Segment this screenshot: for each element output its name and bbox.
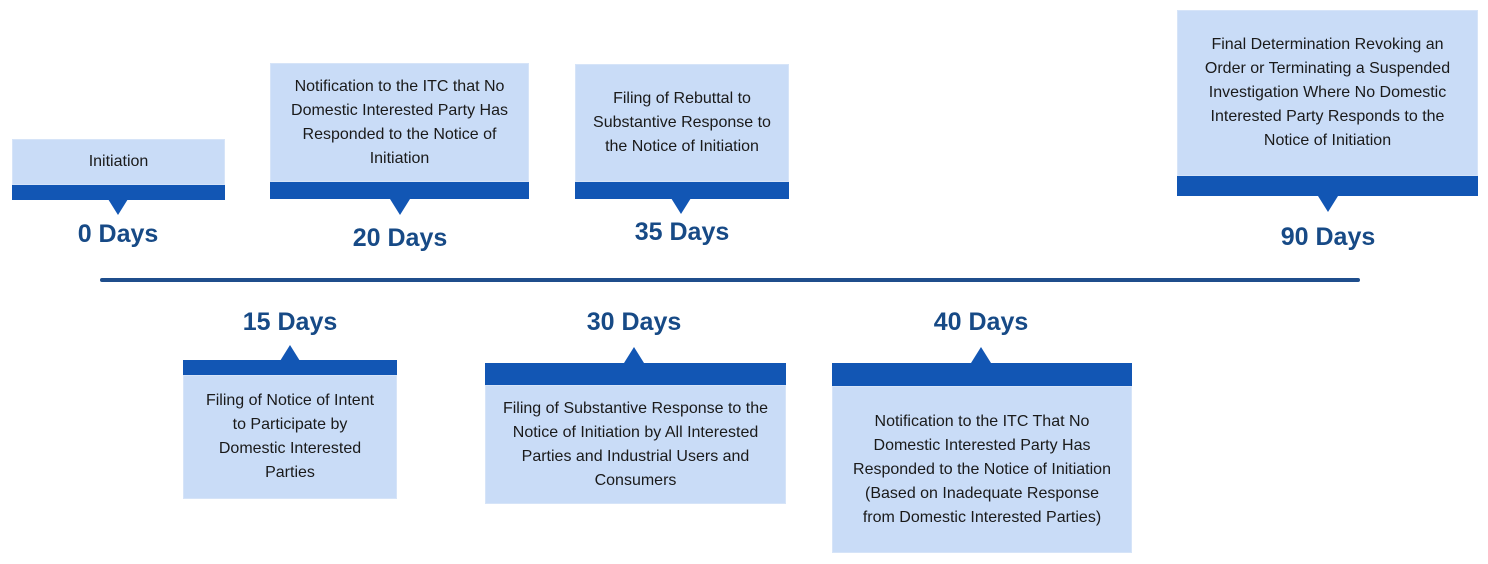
day-label-35-days: 35 Days [634,218,730,246]
event-pointer-35-days [671,198,691,214]
event-pointer-20-days [390,199,410,215]
event-pointer-40-days [971,347,991,363]
event-box-35-days: Filing of Rebuttal to Substantive Respon… [575,64,789,182]
event-bar-40-days [832,363,1132,386]
event-box-20-days: Notification to the ITC that No Domestic… [270,63,529,182]
event-bar-15-days [183,360,397,375]
event-box-90-days: Final Determination Revoking an Order or… [1177,10,1478,176]
event-pointer-90-days [1318,196,1338,212]
event-box-30-days: Filing of Substantive Response to the No… [485,385,786,504]
day-label-15-days: 15 Days [242,308,338,336]
day-label-40-days: 40 Days [933,308,1029,336]
day-label-20-days: 20 Days [352,224,448,252]
day-label-90-days: 90 Days [1280,223,1376,251]
event-box-15-days: Filing of Notice of Intent to Participat… [183,375,397,499]
event-bar-20-days [270,182,529,199]
event-bar-0-days [12,185,225,200]
event-box-40-days: Notification to the ITC That No Domestic… [832,386,1132,553]
day-label-30-days: 30 Days [586,308,682,336]
event-pointer-30-days [624,347,644,363]
event-bar-30-days [485,363,786,385]
timeline-line [100,278,1360,282]
day-label-0-days: 0 Days [77,220,159,248]
event-box-0-days: Initiation [12,139,225,185]
event-bar-35-days [575,182,789,199]
event-pointer-15-days [280,345,300,361]
event-bar-90-days [1177,176,1478,196]
event-pointer-0-days [108,199,128,215]
